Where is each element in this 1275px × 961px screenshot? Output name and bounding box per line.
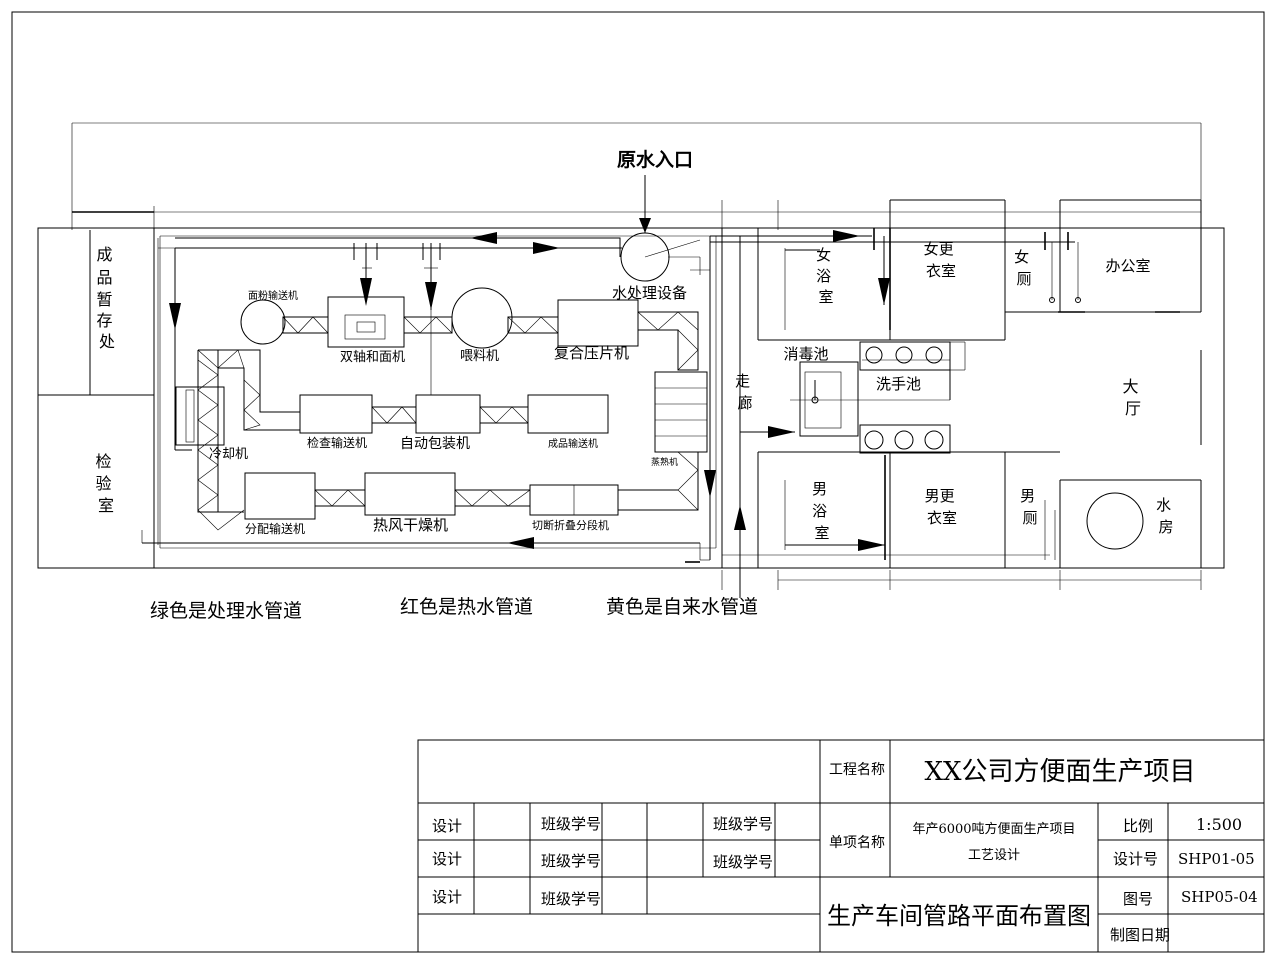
room-labels: 成 品 暂 存 处 检 验 室 走 廊 大 厅 女 浴 室 女更 衣室 女 <box>95 240 1176 542</box>
label-feeder: 喂料机 <box>460 349 499 364</box>
room-disinfection-pool: 消毒池 <box>783 345 828 363</box>
distribution-conveyor-box <box>244 472 316 520</box>
room-inspection: 检 验 室 <box>95 452 116 515</box>
scale-value: 1:500 <box>1196 815 1242 834</box>
room-men-change: 男更 衣室 <box>925 487 960 527</box>
room-hall: 大 厅 <box>1122 377 1143 418</box>
item-name-2: 工艺设计 <box>968 848 1020 863</box>
class-id-label-4: 班级学号 <box>713 815 773 833</box>
legend-red: 红色是热水管道 <box>400 596 533 618</box>
item-name-1: 年产6000吨方便面生产项目 <box>912 821 1075 837</box>
label-press: 复合压片机 <box>554 344 629 362</box>
design-label-1: 设计 <box>432 817 462 835</box>
label-distribution-conveyor: 分配输送机 <box>245 521 305 536</box>
design-no-label: 设计号 <box>1113 850 1158 868</box>
project-label: 工程名称 <box>829 762 885 778</box>
press-box <box>557 299 639 347</box>
room-office: 办公室 <box>1105 257 1150 275</box>
equipment-labels: 原水入口 水处理设备 面粉输送机 双轴和面机 喂料机 复合压片机 冷却机 检查输… <box>209 149 693 536</box>
class-id-label-1: 班级学号 <box>541 815 601 833</box>
label-flour-conveyor: 面粉输送机 <box>248 289 298 302</box>
class-id-label-2: 班级学号 <box>541 852 601 870</box>
feeder-icon <box>451 287 513 349</box>
steamer-box <box>654 371 708 453</box>
pipelines <box>141 175 1202 598</box>
label-raw-water-inlet: 原水入口 <box>617 149 693 171</box>
design-no-value: SHP01-05 <box>1178 850 1255 868</box>
legend: 绿色是处理水管道 红色是热水管道 黄色是自来水管道 <box>150 596 758 622</box>
room-men-wc: 男 厕 <box>1020 487 1040 527</box>
sink-icon <box>864 346 944 450</box>
title-block: 工程名称 XX公司方便面生产项目 单项名称 年产6000吨方便面生产项目 工艺设… <box>417 739 1265 953</box>
label-steamer: 蒸熟机 <box>651 456 678 468</box>
label-product-conveyor: 成品输送机 <box>548 437 598 450</box>
label-water-treatment: 水处理设备 <box>612 284 687 302</box>
drawing-no-label: 图号 <box>1123 890 1153 908</box>
building-outline <box>37 199 1225 569</box>
date-label: 制图日期 <box>1110 926 1170 944</box>
label-cooler: 冷却机 <box>209 447 248 462</box>
room-women-change: 女更 衣室 <box>924 240 959 280</box>
project-name: XX公司方便面生产项目 <box>924 757 1195 787</box>
room-women-wc: 女 厕 <box>1014 248 1034 288</box>
item-label: 单项名称 <box>829 835 885 851</box>
drawing-no-value: SHP05-04 <box>1181 888 1258 906</box>
conveyor-zigzag <box>197 311 699 531</box>
product-conveyor-box <box>527 394 609 434</box>
label-cutting: 切断折叠分段机 <box>532 518 609 532</box>
room-water-room: 水 房 <box>1156 496 1176 536</box>
dryer-box <box>364 472 456 516</box>
label-packing: 自动包装机 <box>400 436 470 452</box>
packing-box <box>415 394 481 434</box>
legend-green: 绿色是处理水管道 <box>150 600 302 622</box>
room-finished-storage: 成 品 暂 存 处 <box>96 245 117 351</box>
room-women-bath: 女 浴 室 <box>816 246 836 306</box>
flour-tank-icon <box>240 299 286 345</box>
room-corridor: 走 廊 <box>735 372 755 412</box>
cooler-box <box>175 386 225 446</box>
water-tank-icon <box>1086 492 1144 550</box>
label-dryer: 热风干燥机 <box>373 516 448 534</box>
room-men-bath: 男 浴 室 <box>812 480 832 542</box>
equipment-blocks <box>175 287 708 520</box>
drawing-title: 生产车间管路平面布置图 <box>827 902 1091 930</box>
label-mixer: 双轴和面机 <box>340 350 405 365</box>
room-hand-wash: 洗手池 <box>876 375 921 393</box>
class-id-label-5: 班级学号 <box>713 853 773 871</box>
design-label-2: 设计 <box>432 850 462 868</box>
legend-yellow: 黄色是自来水管道 <box>606 596 758 618</box>
inspection-conveyor-box <box>299 394 373 434</box>
design-label-3: 设计 <box>432 888 462 906</box>
label-inspection-conveyor: 检查输送机 <box>307 435 367 450</box>
scale-label: 比例 <box>1123 817 1153 835</box>
class-id-label-3: 班级学号 <box>541 890 601 908</box>
